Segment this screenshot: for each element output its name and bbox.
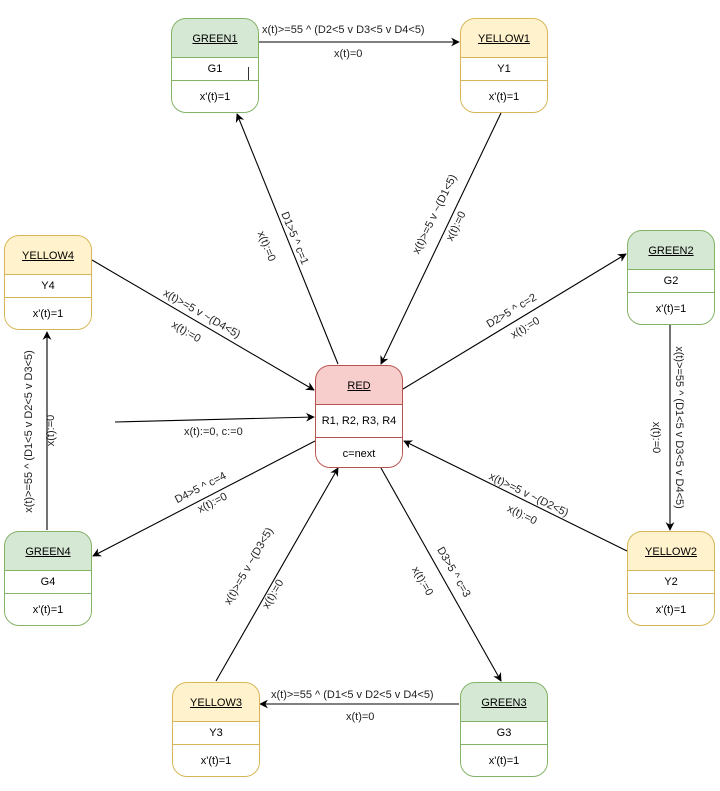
state-red-output: R1, R2, R3, R4	[316, 404, 402, 438]
label-green1-yellow1-guard: x(t)>=55 ^ (D2<5 v D3<5 v D4<5)	[262, 24, 425, 36]
state-green3-name: GREEN3	[481, 697, 527, 709]
state-yellow2[interactable]: YELLOW2 Y2 x'(t)=1	[627, 531, 715, 626]
state-green4[interactable]: GREEN4 G4 x'(t)=1	[4, 531, 92, 626]
state-yellow3-name: YELLOW3	[190, 697, 242, 709]
edge-yellow1-red	[380, 112, 502, 365]
state-green2-output: G2	[628, 269, 714, 293]
state-green4-output: G4	[5, 570, 91, 594]
state-green3-output: G3	[461, 721, 547, 745]
state-yellow2-name: YELLOW2	[645, 546, 697, 558]
state-green2[interactable]: GREEN2 G2 x'(t)=1	[627, 230, 715, 325]
label-green2-yellow2-reset: x(t):=0	[650, 421, 663, 454]
state-green1-dynamics: x'(t)=1	[172, 81, 258, 112]
label-green4-yellow4-reset: x(t):=0	[45, 414, 58, 447]
edge-yellow3-red	[215, 467, 339, 682]
edge-yellow4-red	[91, 259, 315, 391]
state-red[interactable]: RED R1, R2, R3, R4 c=next	[315, 365, 403, 468]
text-cursor	[248, 67, 249, 80]
state-green3[interactable]: GREEN3 G3 x'(t)=1	[460, 682, 548, 777]
state-green4-name: GREEN4	[25, 546, 71, 558]
state-yellow1-dynamics: x'(t)=1	[461, 81, 547, 112]
edge-initial	[114, 412, 315, 423]
label-green3-yellow3-reset: x(t)=0	[346, 711, 375, 723]
edge-red-green4	[92, 440, 316, 557]
state-green1[interactable]: GREEN1 G1 x'(t)=1	[171, 18, 259, 113]
state-green1-name: GREEN1	[192, 33, 238, 45]
state-yellow3-dynamics: x'(t)=1	[173, 745, 259, 776]
edge-red-green1	[235, 113, 339, 365]
state-green2-name: GREEN2	[648, 245, 694, 257]
state-green3-dynamics: x'(t)=1	[461, 745, 547, 776]
label-green3-yellow3-guard: x(t)>=55 ^ (D1<5 v D2<5 v D4<5)	[271, 689, 434, 701]
state-yellow4-output: Y4	[5, 274, 91, 298]
state-yellow4[interactable]: YELLOW4 Y4 x'(t)=1	[4, 235, 92, 330]
state-yellow2-dynamics: x'(t)=1	[628, 594, 714, 625]
state-yellow1[interactable]: YELLOW1 Y1 x'(t)=1	[460, 18, 548, 113]
edge-yellow2-red	[403, 440, 628, 552]
label-green1-yellow1-reset: x(t)=0	[334, 48, 363, 60]
state-yellow4-dynamics: x'(t)=1	[5, 298, 91, 329]
edge-red-green3	[380, 467, 502, 682]
state-yellow4-name: YELLOW4	[22, 250, 74, 262]
edge-red-green2	[402, 253, 627, 390]
label-green2-yellow2-guard: x(t)>=55 ^ (D1<5 v D3<5 v D4<5)	[672, 346, 685, 509]
state-yellow2-output: Y2	[628, 570, 714, 594]
state-green4-dynamics: x'(t)=1	[5, 594, 91, 625]
state-yellow3-output: Y3	[173, 721, 259, 745]
state-green1-output: G1	[172, 57, 258, 81]
label-initial: x(t):=0, c:=0	[184, 426, 243, 438]
state-yellow3[interactable]: YELLOW3 Y3 x'(t)=1	[172, 682, 260, 777]
state-red-dynamics: c=next	[316, 438, 402, 467]
state-green2-dynamics: x'(t)=1	[628, 293, 714, 324]
label-green4-yellow4-guard: x(t)>=55 ^ (D1<5 v D2<5 v D3<5)	[22, 350, 35, 513]
state-yellow1-name: YELLOW1	[478, 33, 530, 45]
state-red-name: RED	[347, 380, 371, 392]
state-yellow1-output: Y1	[461, 57, 547, 81]
